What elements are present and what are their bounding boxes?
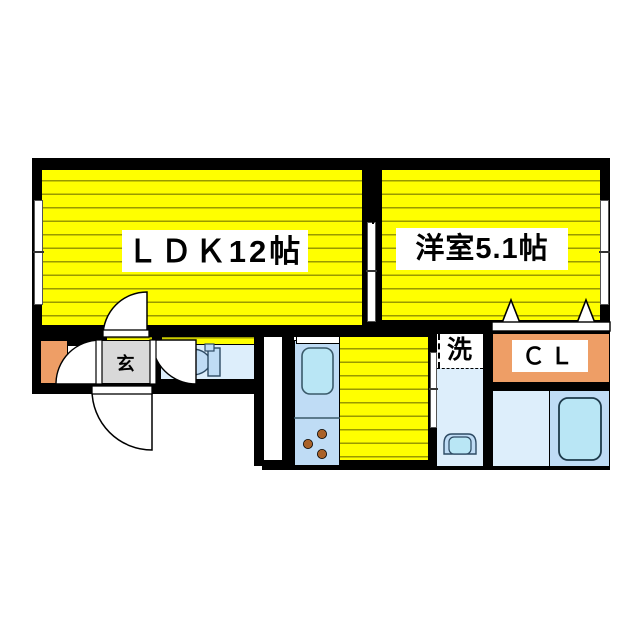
wall-toilet-bottom	[152, 378, 264, 388]
sliding-door-track	[372, 172, 374, 224]
room-label-closet: ＣＬ	[512, 340, 588, 372]
shoe-closet	[40, 340, 68, 384]
room-label-bedroom: 洋室5.1帖	[396, 228, 568, 270]
toilet-room	[160, 344, 255, 380]
wall-left-lower	[32, 336, 42, 394]
window-washroom	[430, 352, 437, 428]
room-fill-kitchen	[338, 336, 430, 464]
room-label-entrance: 玄	[116, 354, 136, 374]
wall-top	[32, 158, 610, 170]
wall-hall-right	[254, 336, 264, 466]
wall-toilet-right	[254, 336, 264, 386]
wall-kitchen-left	[282, 336, 294, 466]
window-washroom-tick	[429, 388, 438, 390]
sliding-door-ldk-bedroom[interactable]	[367, 222, 376, 322]
window-left-tick	[33, 251, 44, 253]
bathtub-area	[549, 390, 610, 467]
washroom-left-dash	[438, 334, 440, 368]
wall-washroom-bath	[482, 325, 492, 467]
sliding-door-tick	[366, 270, 377, 272]
wall-right	[600, 158, 610, 470]
wall-cl-bath	[492, 382, 610, 392]
bathroom-washing-area	[492, 390, 550, 467]
wall-service-top	[262, 325, 438, 337]
kitchen-counter	[294, 340, 340, 466]
entrance-door-swing	[91, 389, 153, 451]
window-right-tick	[599, 251, 610, 253]
room-label-washroom: 洗	[440, 334, 480, 366]
washing-machine-outline	[437, 368, 483, 369]
room-label-ldk: ＬＤＫ12帖	[122, 230, 308, 272]
kitchen-counter-backsplash	[296, 336, 340, 344]
